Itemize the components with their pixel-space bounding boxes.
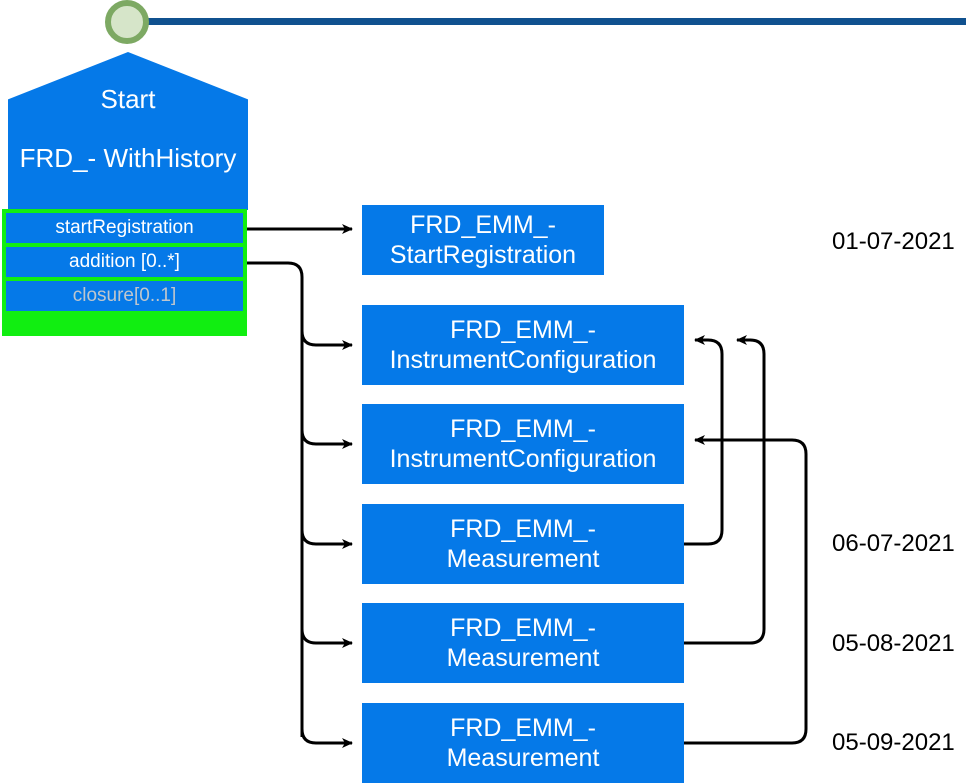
lifeline-bar xyxy=(146,18,966,25)
node-measurement-1-line-2: Measurement xyxy=(446,545,600,573)
node-measurement-1[interactable]: FRD_EMM_- Measurement xyxy=(362,504,684,584)
node-measurement-2-line-2: Measurement xyxy=(446,644,600,672)
start-node-name: FRD_- WithHistory xyxy=(8,142,248,174)
node-instrument-configuration-1-line-2: InstrumentConfiguration xyxy=(389,346,657,374)
start-node-name-line-1: FRD_- xyxy=(19,143,97,173)
node-instrument-configuration-1-line-1: FRD_EMM_- xyxy=(450,316,596,344)
node-start-registration[interactable]: FRD_EMM_- StartRegistration xyxy=(362,205,604,275)
node-measurement-1-line-1: FRD_EMM_- xyxy=(450,515,596,543)
node-measurement-2-line-1: FRD_EMM_- xyxy=(450,614,596,642)
connector-addition-to-instrument-configuration-1 xyxy=(300,330,353,350)
date-measurement-3: 05-09-2021 xyxy=(832,729,955,756)
date-start-registration: 01-07-2021 xyxy=(832,228,955,255)
node-instrument-configuration-2-line-1: FRD_EMM_- xyxy=(450,415,596,443)
start-circle-icon xyxy=(105,0,149,44)
start-node-shape[interactable] xyxy=(8,52,248,210)
node-measurement-3-line-2: Measurement xyxy=(446,744,600,772)
connector-addition-trunk xyxy=(246,261,304,737)
node-measurement-3[interactable]: FRD_EMM_- Measurement xyxy=(362,703,684,783)
attribute-row-addition[interactable]: addition [0..*] xyxy=(6,247,243,277)
start-node-name-line-2: WithHistory xyxy=(103,143,237,173)
start-node-title: Start xyxy=(100,84,156,114)
node-instrument-configuration-2[interactable]: FRD_EMM_- InstrumentConfiguration xyxy=(362,404,684,484)
attribute-group: startRegistration addition [0..*] closur… xyxy=(2,209,247,336)
connector-addition-to-measurement-3 xyxy=(300,728,353,748)
connector-measurement-1-to-instrument-configuration-1 xyxy=(684,335,724,546)
connector-addition-to-measurement-2 xyxy=(300,628,353,648)
node-start-registration-line-1: FRD_EMM_- xyxy=(410,211,556,239)
node-instrument-configuration-1[interactable]: FRD_EMM_- InstrumentConfiguration xyxy=(362,305,684,385)
node-measurement-3-line-1: FRD_EMM_- xyxy=(450,714,596,742)
connector-measurement-3-to-instrument-configuration-2 xyxy=(684,435,808,745)
node-measurement-2[interactable]: FRD_EMM_- Measurement xyxy=(362,603,684,683)
node-start-registration-line-2: StartRegistration xyxy=(389,241,577,269)
connector-addition-to-instrument-configuration-2 xyxy=(300,429,353,449)
attribute-row-start-registration[interactable]: startRegistration xyxy=(6,213,243,243)
connector-measurement-2-to-instrument-configuration-1 xyxy=(684,335,766,645)
attribute-row-closure[interactable]: closure[0..1] xyxy=(6,281,243,311)
node-instrument-configuration-2-line-2: InstrumentConfiguration xyxy=(389,445,657,473)
connector-addition-to-measurement-1 xyxy=(300,529,353,549)
date-measurement-2: 05-08-2021 xyxy=(832,630,955,657)
date-measurement-1: 06-07-2021 xyxy=(832,530,955,557)
